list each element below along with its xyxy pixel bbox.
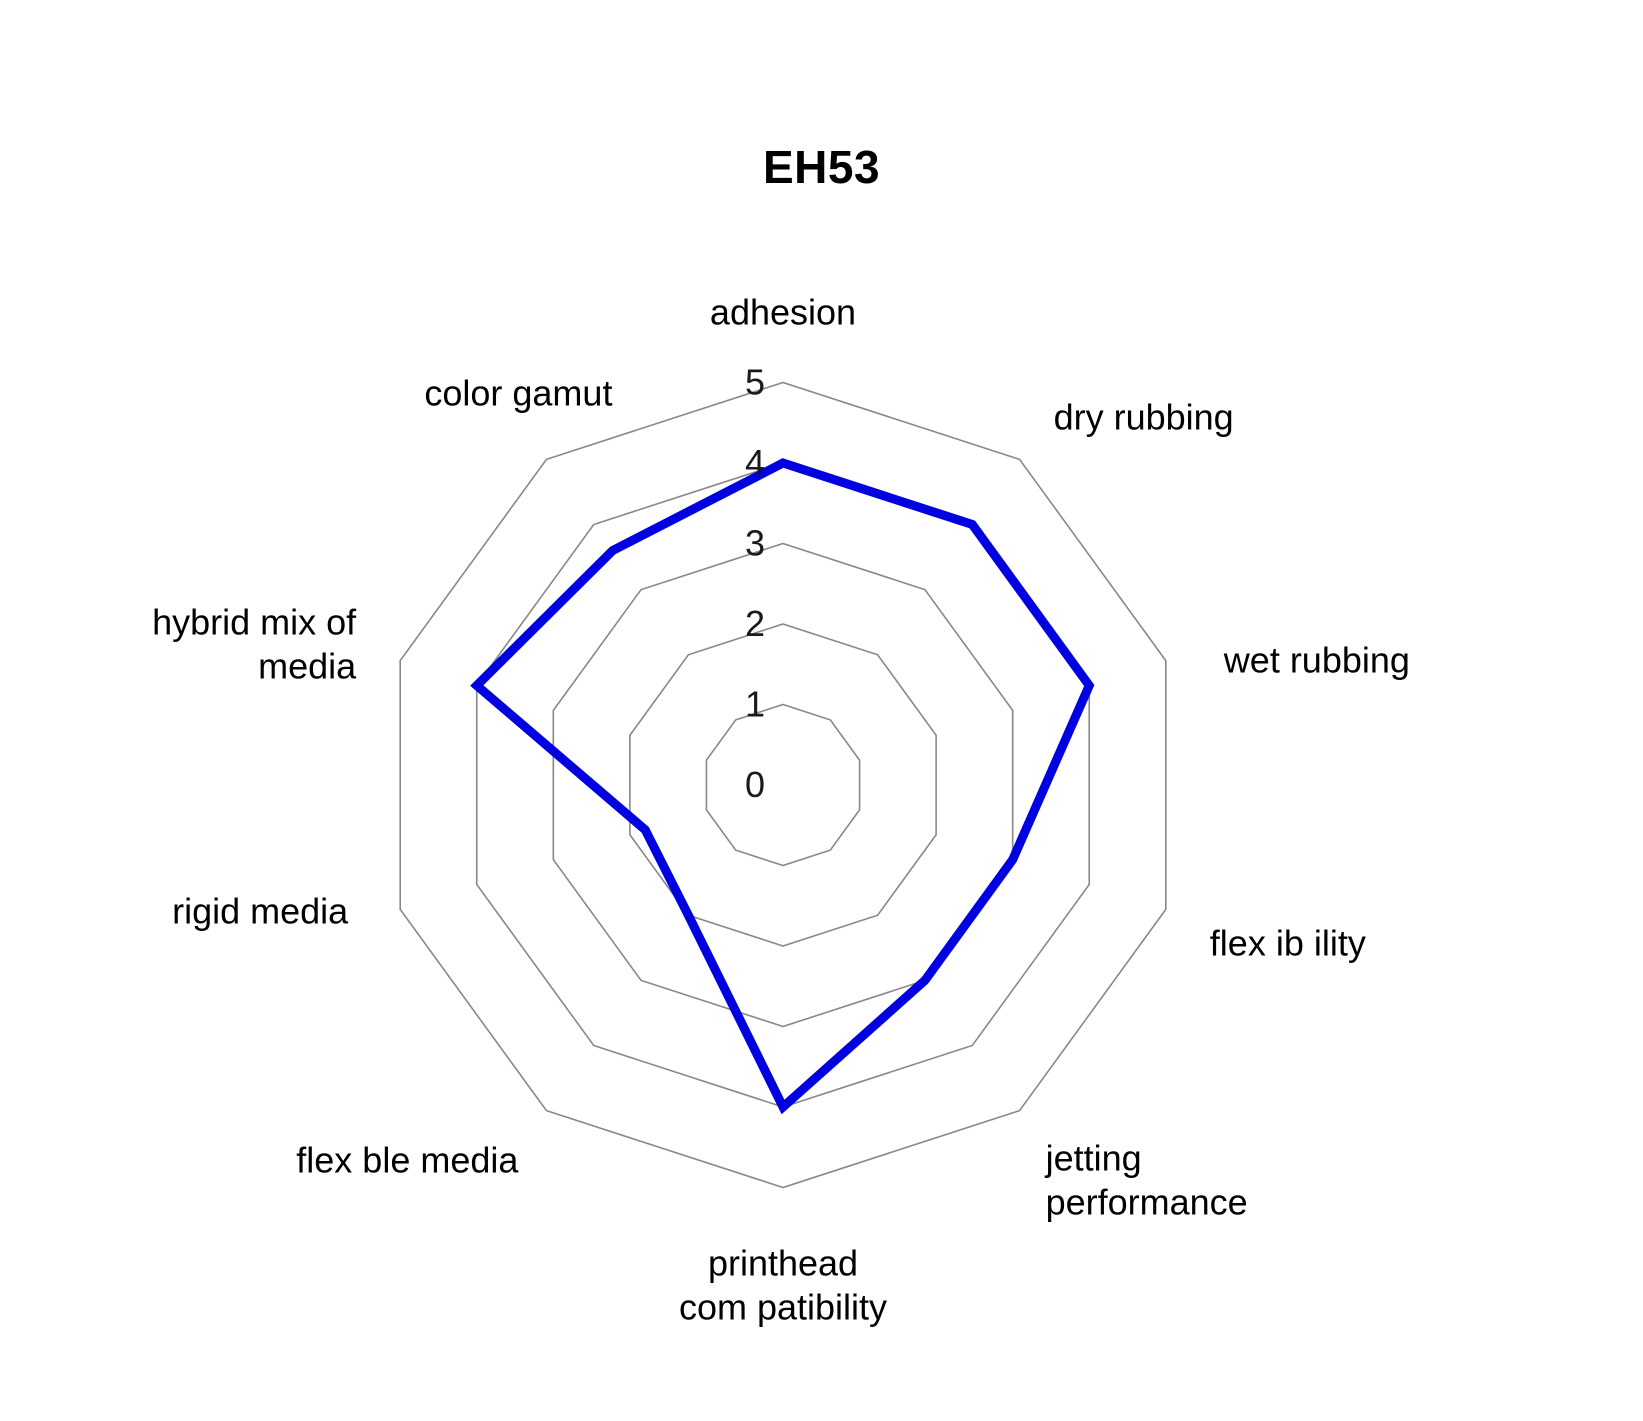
axis-label-rigid-media: rigid media — [172, 890, 349, 931]
grid-ring-5 — [399, 381, 1167, 1189]
radial-tick-labels: 0 1 2 3 4 5 — [745, 362, 765, 806]
grid-ring-3 — [552, 542, 1014, 1028]
radial-tick-3: 3 — [745, 523, 765, 564]
radial-tick-2: 2 — [745, 603, 765, 644]
axis-category-labels: adhesion dry rubbing wet rubbing flex ib il… — [152, 292, 1410, 1328]
radial-tick-4: 4 — [745, 442, 765, 483]
axis-label-color-gamut: color gamut — [424, 372, 612, 413]
grid-ring-2 — [629, 623, 937, 947]
radial-tick-1: 1 — [745, 684, 765, 725]
axis-label-flex-ib-ility: flex ib ility — [1210, 922, 1366, 963]
axis-label-adhesion: adhesion — [710, 292, 856, 333]
axis-label-flex-ble-media: flex ble media — [296, 1140, 519, 1181]
radial-tick-0: 0 — [745, 764, 765, 805]
axis-label-wet-rubbing: wet rubbing — [1223, 640, 1410, 681]
grid-ring-1 — [705, 703, 861, 867]
page-title: EH53 — [762, 141, 881, 193]
series-polygon-0 — [470, 458, 1095, 1115]
axis-label-dry-rubbing: dry rubbing — [1054, 396, 1234, 437]
radial-tick-5: 5 — [745, 362, 765, 403]
radar-grid — [399, 381, 1167, 1189]
radar-series — [470, 458, 1095, 1115]
